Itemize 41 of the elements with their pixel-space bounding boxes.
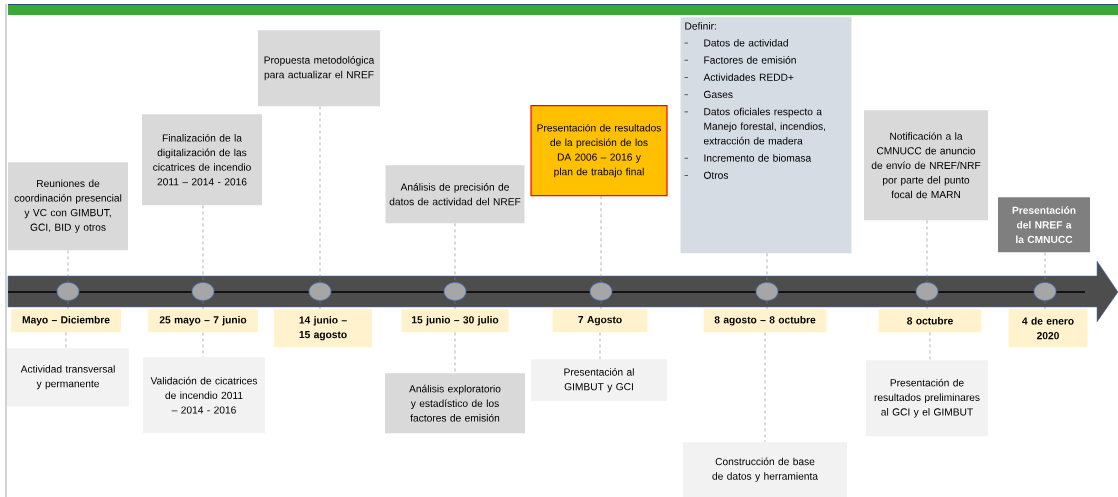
activity-box: Presentación al GIMBUT y GCI bbox=[531, 359, 667, 402]
activity-box: Validación de cicatrices de incendio 2011 – 2014 - 2016 bbox=[143, 357, 265, 434]
activity-box: Presentación de resultados preliminares al GCI y el GIMBUT bbox=[866, 360, 988, 437]
date-tag: 8 octubre bbox=[878, 309, 982, 333]
event-box: Finalización de la digitalización de las cicatrices de incendio 2011 – 2014 - 2016 bbox=[142, 114, 262, 206]
activity-box: Construcción de base de datos y herramienta bbox=[683, 442, 847, 497]
dashed-connector bbox=[600, 195, 602, 283]
milestone-circle bbox=[915, 282, 939, 301]
date-tag: 25 mayo – 7 junio bbox=[148, 309, 258, 333]
dashed-connector bbox=[599, 332, 601, 360]
activity-box: Actividad transversal y permanente bbox=[7, 348, 129, 407]
event-box: Propuesta metodológica para actualizar el NREF bbox=[258, 30, 380, 107]
dashed-connector bbox=[454, 223, 456, 283]
milestone-circle bbox=[56, 282, 80, 301]
milestone-circle bbox=[589, 282, 613, 301]
milestone-box: Presentación del NREF a la CMNUCC bbox=[998, 197, 1090, 253]
milestone-circle bbox=[443, 282, 467, 301]
dashed-connector bbox=[202, 205, 204, 283]
dashed-connector bbox=[764, 332, 766, 443]
milestone-circle bbox=[755, 282, 779, 301]
dashed-connector bbox=[65, 332, 67, 349]
event-box: Notificación a la CMNUCC de anuncio de envío de NREF/NRF por parte del punto focal de MARN bbox=[864, 110, 988, 221]
dashed-connector bbox=[929, 332, 931, 361]
dashed-connector bbox=[926, 220, 928, 283]
milestone-circle bbox=[1033, 282, 1057, 301]
event-box: Análisis exploratorio y estadístico de los factores de emisión bbox=[385, 373, 525, 434]
date-tag: 4 de enero 2020 bbox=[1008, 309, 1088, 348]
milestone-circle bbox=[308, 282, 332, 301]
milestone-circle bbox=[191, 282, 215, 301]
date-tag: 15 junio – 30 julio bbox=[401, 309, 509, 333]
highlighted-event-box: Presentación de resultados de la precisión de los DA 2006 – 2016 y plan de trabajo final bbox=[530, 105, 668, 197]
dashed-connector bbox=[202, 332, 204, 358]
date-tag: 14 junio – 15 agosto bbox=[274, 309, 372, 348]
date-tag: 7 Agosto bbox=[552, 309, 648, 333]
event-box: Reuniones de coordinación presencial y VC con GIMBUT, GCI, BID y otros bbox=[8, 162, 128, 251]
date-tag: 8 agosto – 8 octubre bbox=[703, 309, 827, 333]
date-tag: Mayo – Diciembre bbox=[11, 309, 121, 333]
dashed-connector bbox=[454, 332, 456, 374]
event-box: Análisis de precisión de datos de actividad del NREF bbox=[385, 165, 525, 224]
definition-list-box: Definir: Datos de actividad Factores de emisión Actividades REDD+ Gases Datos oficiales respecto a Manejo forestal, incendios, extracción de madera Incremento de biomasa Otros bbox=[680, 17, 852, 254]
dashed-connector bbox=[319, 106, 321, 283]
